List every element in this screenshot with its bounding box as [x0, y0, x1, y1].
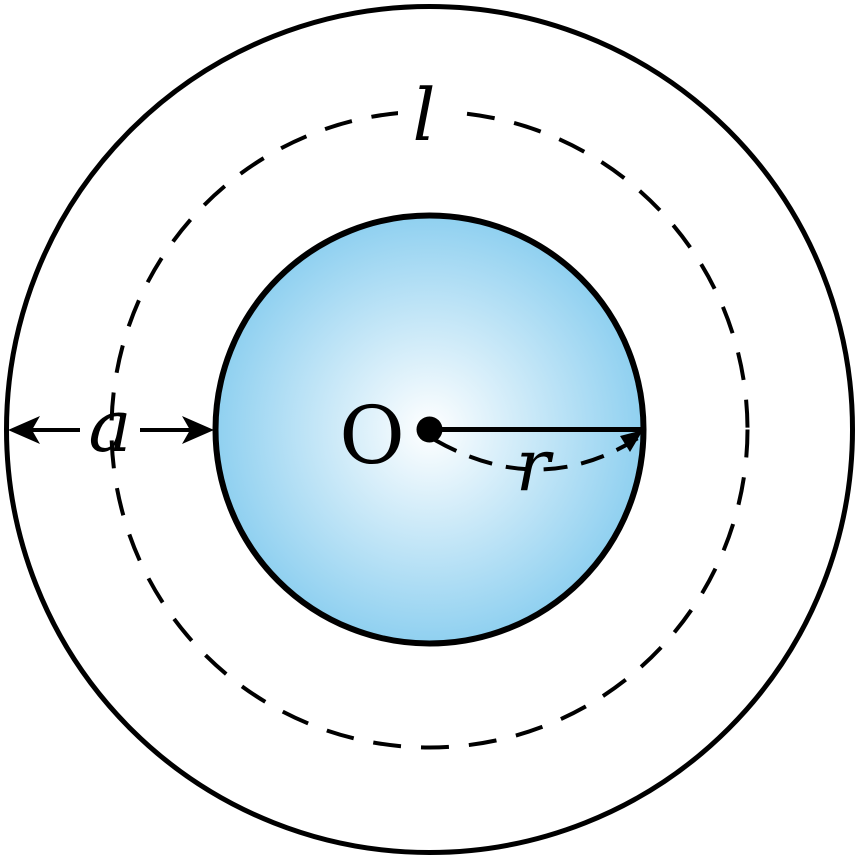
- gap-label: a: [89, 384, 132, 468]
- radius-arc-arrowhead: [620, 430, 643, 452]
- loop-label-mask: [398, 88, 448, 148]
- center-point: [416, 416, 443, 443]
- radius-label: r: [516, 423, 554, 507]
- gap-arrow-right-head: [182, 416, 214, 444]
- loop-label: l: [412, 73, 435, 157]
- outer-circle: [4, 4, 855, 855]
- center-label: O: [339, 389, 405, 482]
- gap-arrow-left-head: [8, 416, 40, 444]
